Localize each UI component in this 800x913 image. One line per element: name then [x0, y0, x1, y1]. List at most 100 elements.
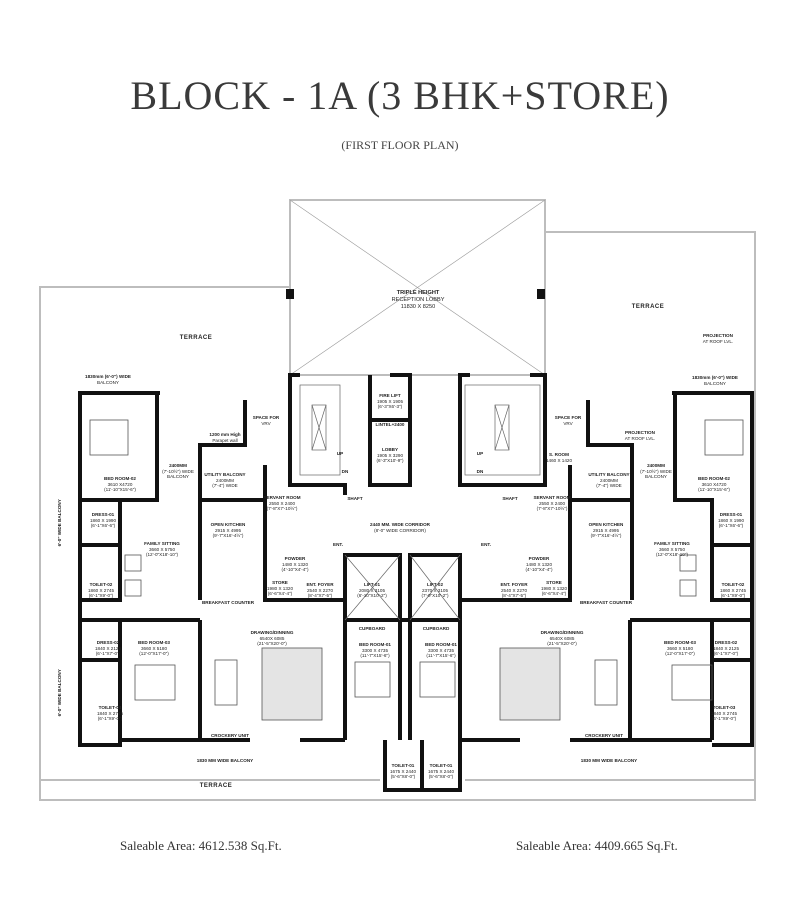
room-name: CROCKERY UNIT	[584, 733, 624, 738]
room-dimension: (6'-6"X4'-4")	[541, 591, 567, 597]
room-dimension: (5'-6"X8'-0")	[390, 774, 416, 780]
room-dimension: 3300 X 4735	[427, 647, 455, 653]
room-dimension: 1860 X 1990	[89, 517, 117, 523]
room-name: TERRACE	[199, 783, 233, 789]
room-name: ENT. FOYER	[500, 582, 528, 587]
room-dimension: 2400MM	[216, 477, 234, 483]
room-dimension: (7'-4") WIDE	[212, 483, 238, 489]
room-dimension: 1840 X 2745	[96, 710, 124, 716]
room-name: BED ROOM-02	[104, 476, 136, 481]
page-title: BLOCK - 1A (3 BHK+STORE)	[130, 73, 670, 118]
room-label-shaft: SHAFT	[502, 496, 517, 502]
room-name: LIFT-02	[426, 582, 444, 587]
room-dimension: BALCONY	[97, 379, 119, 385]
room-name: FAMILY SITTING	[654, 541, 690, 546]
room-name: ENT.	[333, 542, 343, 547]
room-dimension: (12'-0"X18'-10")	[655, 552, 689, 558]
room-name: ENT. FOYER	[306, 582, 334, 587]
room-name: SPACE FOR	[252, 415, 280, 420]
room-label-crockery: CROCKERY UNIT	[585, 733, 623, 739]
room-dimension: 2550 X 2400	[538, 500, 566, 506]
room-dimension: BALCONY	[645, 474, 667, 480]
room-dimension: (6'-3"X10'-9")	[376, 458, 404, 464]
room-dimension: 6540X 6085	[549, 635, 575, 641]
room-dimension: 3610 X4720	[107, 481, 133, 487]
room-dimension: VRV	[261, 420, 271, 426]
room-dimension: (7'-4") WIDE	[596, 483, 622, 489]
room-name: CUPBOARD	[422, 626, 450, 631]
room-name: 2400MM	[647, 463, 665, 468]
room-name: BED ROOM-03	[138, 640, 170, 645]
room-label-side-balcony: 6'-0" WIDE BALCONY	[57, 669, 63, 716]
room-dimension: (11'-7"X15'-6")	[360, 653, 390, 659]
room-dimension: 3660 X 5180	[666, 645, 694, 651]
room-name: POWDER	[284, 556, 306, 561]
room-name: DRAWING/DINNING	[250, 630, 294, 635]
room-name: TOILET-03	[98, 705, 122, 710]
room-dimension: 3300 X 4735	[361, 647, 389, 653]
room-name: SPACE FOR	[554, 415, 582, 420]
room-name: 1830 MM WIDE BALCONY	[196, 758, 254, 763]
room-dimension: AT ROOF LVL.	[624, 435, 656, 441]
room-dimension: 2540 X 2270	[306, 587, 334, 593]
room-dimension: (21'-5"X20'-0")	[257, 641, 287, 647]
room-label-side-balcony: 6'-0" WIDE BALCONY	[57, 499, 63, 546]
room-dimension: (12'-0"X17'-0")	[139, 651, 169, 657]
page-subtitle: (FIRST FLOOR PLAN)	[341, 138, 459, 152]
room-name: CROCKERY UNIT	[210, 733, 250, 738]
room-name: UP	[336, 451, 344, 456]
room-label-breakfast: BREAKFAST COUNTER	[202, 600, 254, 606]
room-dimension: (7'-9"X10'-2")	[421, 593, 449, 599]
room-name: UP	[476, 451, 484, 456]
room-dimension: 3610 X4720	[701, 481, 727, 487]
room-name: DRESS-02	[96, 640, 120, 645]
furniture	[89, 419, 744, 721]
room-dimension: (5'-6"X8'-0")	[428, 774, 454, 780]
room-dimension: (12'-0"X17'-0")	[665, 651, 695, 657]
room-dimension: (6'-1"X7'-0")	[713, 651, 739, 657]
room-label-lintel: LINTEL+2400	[376, 422, 405, 428]
room-name: TRIPLE HEIGHT	[396, 290, 440, 296]
room-label-cupboard: CUPBOARD	[423, 626, 450, 632]
room-name: 2400MM	[169, 463, 187, 468]
reception-lobby-diagonals	[289, 199, 546, 376]
room-dimension: (6'-1"X6'-6")	[90, 523, 116, 529]
room-name: PROJECTION	[625, 430, 655, 435]
room-name: FIRE LIFT	[379, 393, 401, 398]
room-name: SHAFT	[347, 496, 363, 501]
room-name: LINTEL+2400	[375, 422, 405, 427]
room-label-terrace: TERRACE	[632, 304, 665, 311]
room-name: LIFT-01	[363, 582, 381, 587]
room-name: OPEN KITCHEN	[588, 522, 624, 527]
room-dimension: 1980 X 1320	[540, 585, 568, 591]
saleable-area-left: Saleable Area: 4612.538 Sq.Ft.	[120, 838, 282, 853]
room-label-dn: DN	[342, 469, 349, 475]
room-name: 6'-0" WIDE BALCONY	[57, 669, 63, 717]
room-name: 1200 mm High	[209, 432, 241, 437]
room-dimension: 3660 X 5180	[140, 645, 168, 651]
room-label-ent: ENT.	[333, 542, 343, 548]
room-name: DRESS-01	[719, 512, 743, 517]
room-label-terrace: TERRACE	[199, 783, 233, 790]
